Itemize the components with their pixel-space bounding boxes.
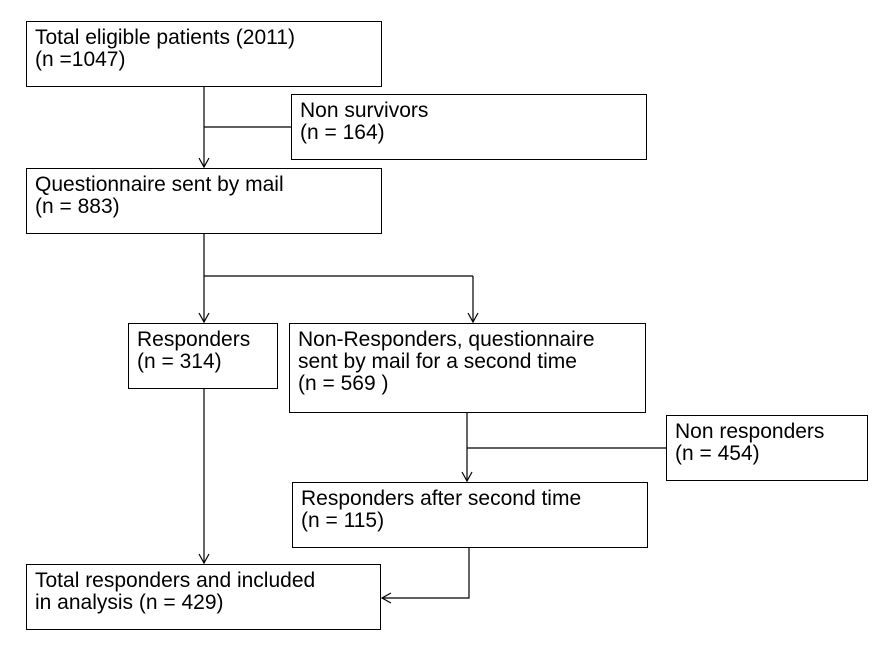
total-included-count: in analysis (n = 429) — [35, 591, 224, 614]
non-responders-final-label: Non responders — [675, 420, 825, 443]
total-eligible-label: Total eligible patients (2011) — [35, 26, 295, 49]
non-responders-resent-label-1: Non-Responders, questionnaire — [298, 328, 595, 351]
responders-count: (n = 314) — [137, 350, 222, 373]
responders-label: Responders — [137, 328, 251, 351]
non-responders-resent-count: (n = 569 ) — [298, 372, 389, 395]
arrow-second-to-total — [380, 548, 470, 604]
questionnaire-mail-count: (n = 883) — [35, 195, 120, 218]
non-responders-resent-label-2: sent by mail for a second time — [298, 350, 577, 373]
total-eligible-count: (n =1047) — [35, 48, 126, 71]
questionnaire-mail-box: Questionnaire sent by mail (n = 883) — [26, 168, 382, 234]
non-survivors-box: Non survivors (n = 164) — [291, 94, 647, 160]
non-survivors-count: (n = 164) — [300, 121, 385, 144]
non-survivors-label: Non survivors — [300, 99, 429, 122]
non-responders-final-count: (n = 454) — [675, 442, 760, 465]
total-eligible-box: Total eligible patients (2011) (n =1047) — [26, 21, 382, 87]
non-responders-final-box: Non responders (n = 454) — [666, 415, 868, 481]
total-included-label: Total responders and included — [35, 569, 316, 592]
responders-second-time-count: (n = 115) — [301, 509, 385, 532]
questionnaire-mail-label: Questionnaire sent by mail — [35, 173, 284, 196]
responders-second-time-label: Responders after second time — [301, 487, 582, 510]
responders-second-time-box: Responders after second time (n = 115) — [292, 482, 648, 548]
responders-box: Responders (n = 314) — [128, 323, 278, 389]
non-responders-resent-box: Non-Responders, questionnaire sent by ma… — [289, 323, 646, 413]
total-included-box: Total responders and included in analysi… — [26, 564, 381, 630]
